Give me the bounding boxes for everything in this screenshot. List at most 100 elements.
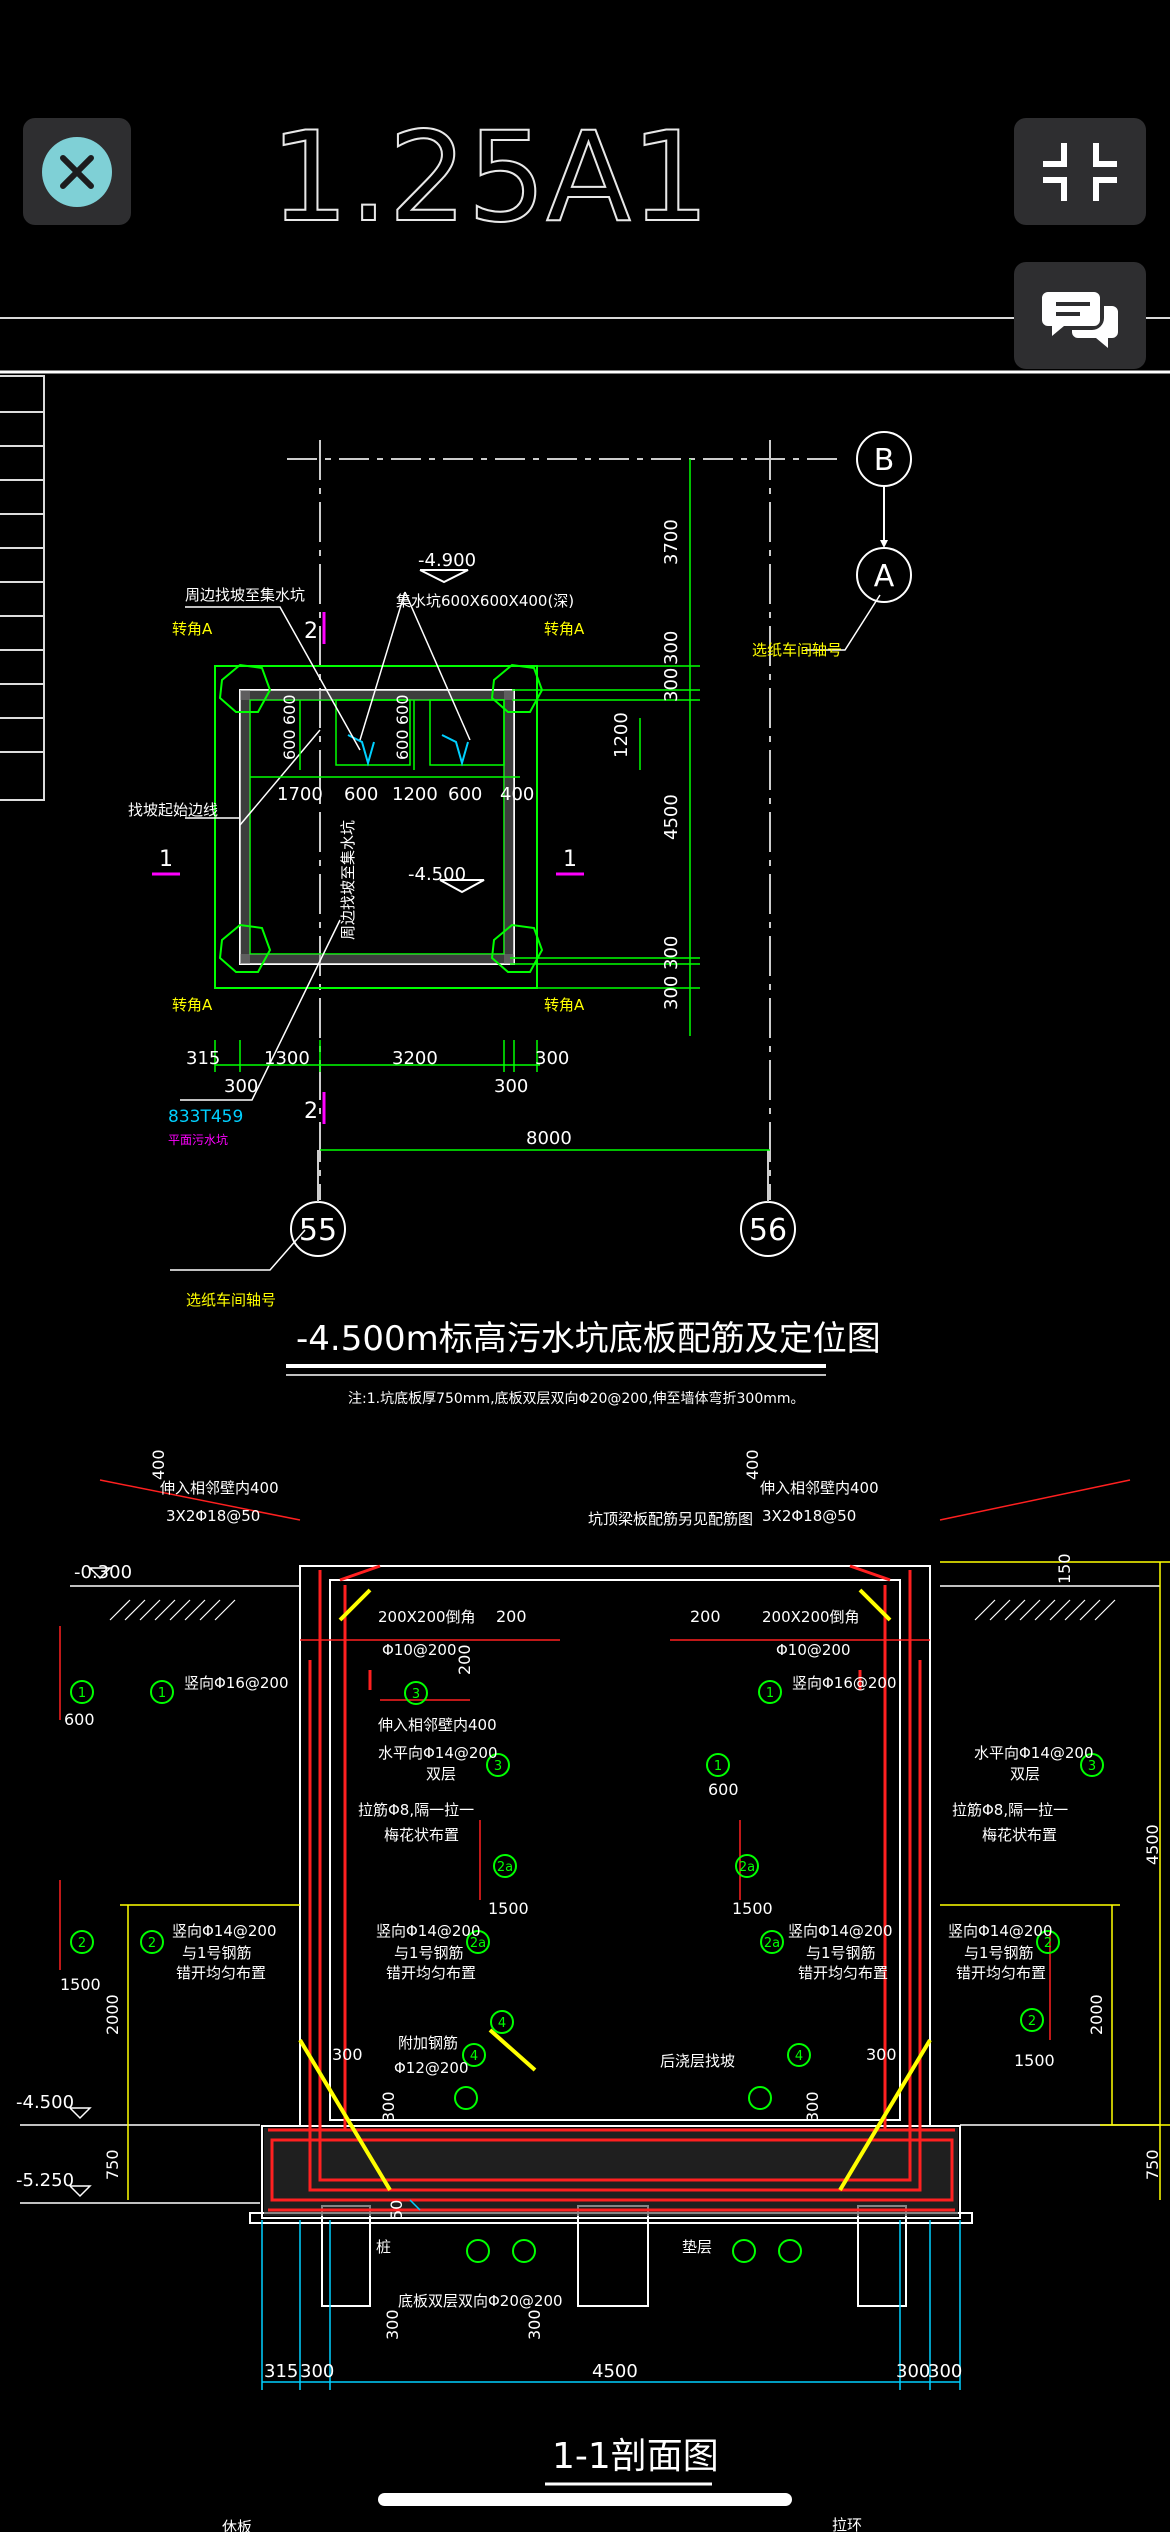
comment-icon (1042, 292, 1118, 348)
section-title: 1-1剖面图 (552, 2436, 719, 2477)
sump-label: 集水坑600X600X400(深) (396, 592, 574, 610)
code-sub-label: 平面污水坑 (168, 1132, 228, 1147)
callout: 3 (494, 1759, 502, 1774)
vert2-right3: 错开均匀布置 (956, 1964, 1046, 1982)
dim-text: 1500 (60, 1975, 101, 1994)
vert2-mid-left2: 与1号钢筋 (394, 1944, 464, 1962)
top-note-right2: 3X2Φ18@50 (762, 1507, 856, 1525)
vert2-left: 竖向Φ14@200 (172, 1922, 277, 1940)
add-bar: 附加钢筋 (398, 2034, 458, 2052)
home-indicator[interactable] (378, 2493, 792, 2506)
callout: 2a (470, 1936, 486, 1951)
callout: 4 (498, 2016, 506, 2031)
axis-ref-left: 选纸车间轴号 (186, 1291, 276, 1309)
dim-text: 300 (866, 2045, 897, 2064)
tie-left2: 梅花状布置 (384, 1826, 459, 1844)
dim-text: 750 (1143, 2149, 1162, 2180)
callout: 2 (148, 1936, 156, 1951)
vert2-left2: 与1号钢筋 (182, 1944, 252, 1962)
vert2-mid-left: 竖向Φ14@200 (376, 1922, 481, 1940)
elev-label: -4.500 (408, 864, 466, 885)
dim-text: 1200 (392, 784, 438, 805)
dim-400-left: 400 (149, 1449, 168, 1480)
section-view: -0.300 -4.500 -5.250 (16, 1449, 1170, 2532)
comments-button[interactable] (1014, 262, 1146, 369)
top-note-right: 伸入相邻壁内400 (760, 1479, 879, 1497)
vert2-mid-right: 竖向Φ14@200 (788, 1922, 893, 1940)
close-button[interactable] (23, 118, 131, 225)
dim-text: 1500 (732, 1899, 773, 1918)
slope-line-label: 找坡起始边线 (128, 801, 218, 819)
pit-note: 周边找坡至集水坑 (185, 586, 305, 604)
dim-text: 1200 (611, 712, 632, 758)
plan-title: -4.500m标高污水坑底板配筋及定位图 (296, 1319, 881, 1359)
dim-bottom: 300 (300, 2361, 334, 2382)
axis-b: B (874, 443, 895, 478)
dim-text: 4500 (661, 794, 682, 840)
callout: 2 (1028, 2014, 1036, 2029)
tie-right2: 梅花状布置 (982, 1826, 1057, 1844)
axis-56: 56 (749, 1213, 787, 1248)
corner-label: 转角A (544, 996, 585, 1014)
dim-text: 1500 (1014, 2051, 1055, 2070)
vert-left: 竖向Φ16@200 (184, 1674, 289, 1692)
vert2-mid-right2: 与1号钢筋 (806, 1944, 876, 1962)
dim-text: 200 (690, 1607, 721, 1626)
dim-bottom: 300 (896, 2361, 930, 2382)
dim-text: 300 (661, 668, 682, 702)
callout: 3 (412, 1687, 420, 1702)
tie-left: 拉筋Φ8,隔一拉一 (358, 1801, 474, 1819)
elev-ground: -0.300 (74, 1562, 132, 1583)
section-mark: 2 (304, 1099, 318, 1124)
axis-ref-right: 选纸车间轴号 (752, 641, 842, 659)
section-mark: 1 (563, 847, 577, 872)
dim-text: 2000 (103, 1994, 122, 2035)
dim-text: 600 (393, 694, 412, 725)
section-mark: 1 (159, 847, 173, 872)
dim-bottom: 300 (928, 2361, 962, 2382)
dim-text: 600 (280, 694, 299, 725)
callout: 2a (739, 1860, 755, 1875)
horiz-right2: 双层 (1010, 1765, 1040, 1783)
bottom-cut-right: 拉环 (832, 2516, 862, 2532)
vert2-mid-right3: 错开均匀布置 (798, 1964, 888, 1982)
stirrup-right: Φ10@200 (776, 1641, 851, 1659)
close-icon (42, 137, 112, 207)
dim-text: 300 (803, 2091, 822, 2122)
dim-text: 300 (661, 936, 682, 970)
sheet-label: 1.25A1 (270, 106, 710, 250)
exit-fullscreen-button[interactable] (1014, 118, 1146, 225)
dim-text: 300 (224, 1076, 258, 1097)
corner-label: 转角A (172, 996, 213, 1014)
dim-400-right: 400 (743, 1449, 762, 1480)
tie-right: 拉筋Φ8,隔一拉一 (952, 1801, 1068, 1819)
vert2-left3: 错开均匀布置 (176, 1964, 266, 1982)
screed-label: 后浇层找坡 (660, 2052, 735, 2070)
dim-text: 3200 (392, 1048, 438, 1069)
chamfer-right: 200X200倒角 (762, 1608, 860, 1626)
dim-text: 3700 (661, 519, 682, 565)
dim-total: 8000 (526, 1128, 572, 1149)
dim-text: 600 (393, 729, 412, 760)
top-note-left2: 3X2Φ18@50 (166, 1507, 260, 1525)
corner-label: 转角A (544, 620, 585, 638)
dim-text: 600 (708, 1780, 739, 1799)
section-mark: 2 (304, 619, 318, 644)
dim-text: 300 (332, 2045, 363, 2064)
elev-bottom: -5.250 (16, 2170, 74, 2191)
dim-text: 300 (379, 2091, 398, 2122)
stirrup-left: Φ10@200 (382, 1641, 457, 1659)
dim-bottom: 4500 (592, 2361, 638, 2382)
callout: 4 (470, 2049, 478, 2064)
dim-text: 1500 (488, 1899, 529, 1918)
dim-text: 600 (448, 784, 482, 805)
bottom-bar-label: 底板双层双向Φ20@200 (398, 2292, 563, 2310)
dim-text: 200 (455, 1644, 474, 1675)
dim-text: 300 (494, 1076, 528, 1097)
dim-text: 4500 (1143, 1824, 1162, 1865)
elev-label: -4.900 (418, 550, 476, 571)
dim-text: 600 (280, 729, 299, 760)
dim-text: 150 (1055, 1553, 1074, 1584)
dim-text: 200 (496, 1607, 527, 1626)
